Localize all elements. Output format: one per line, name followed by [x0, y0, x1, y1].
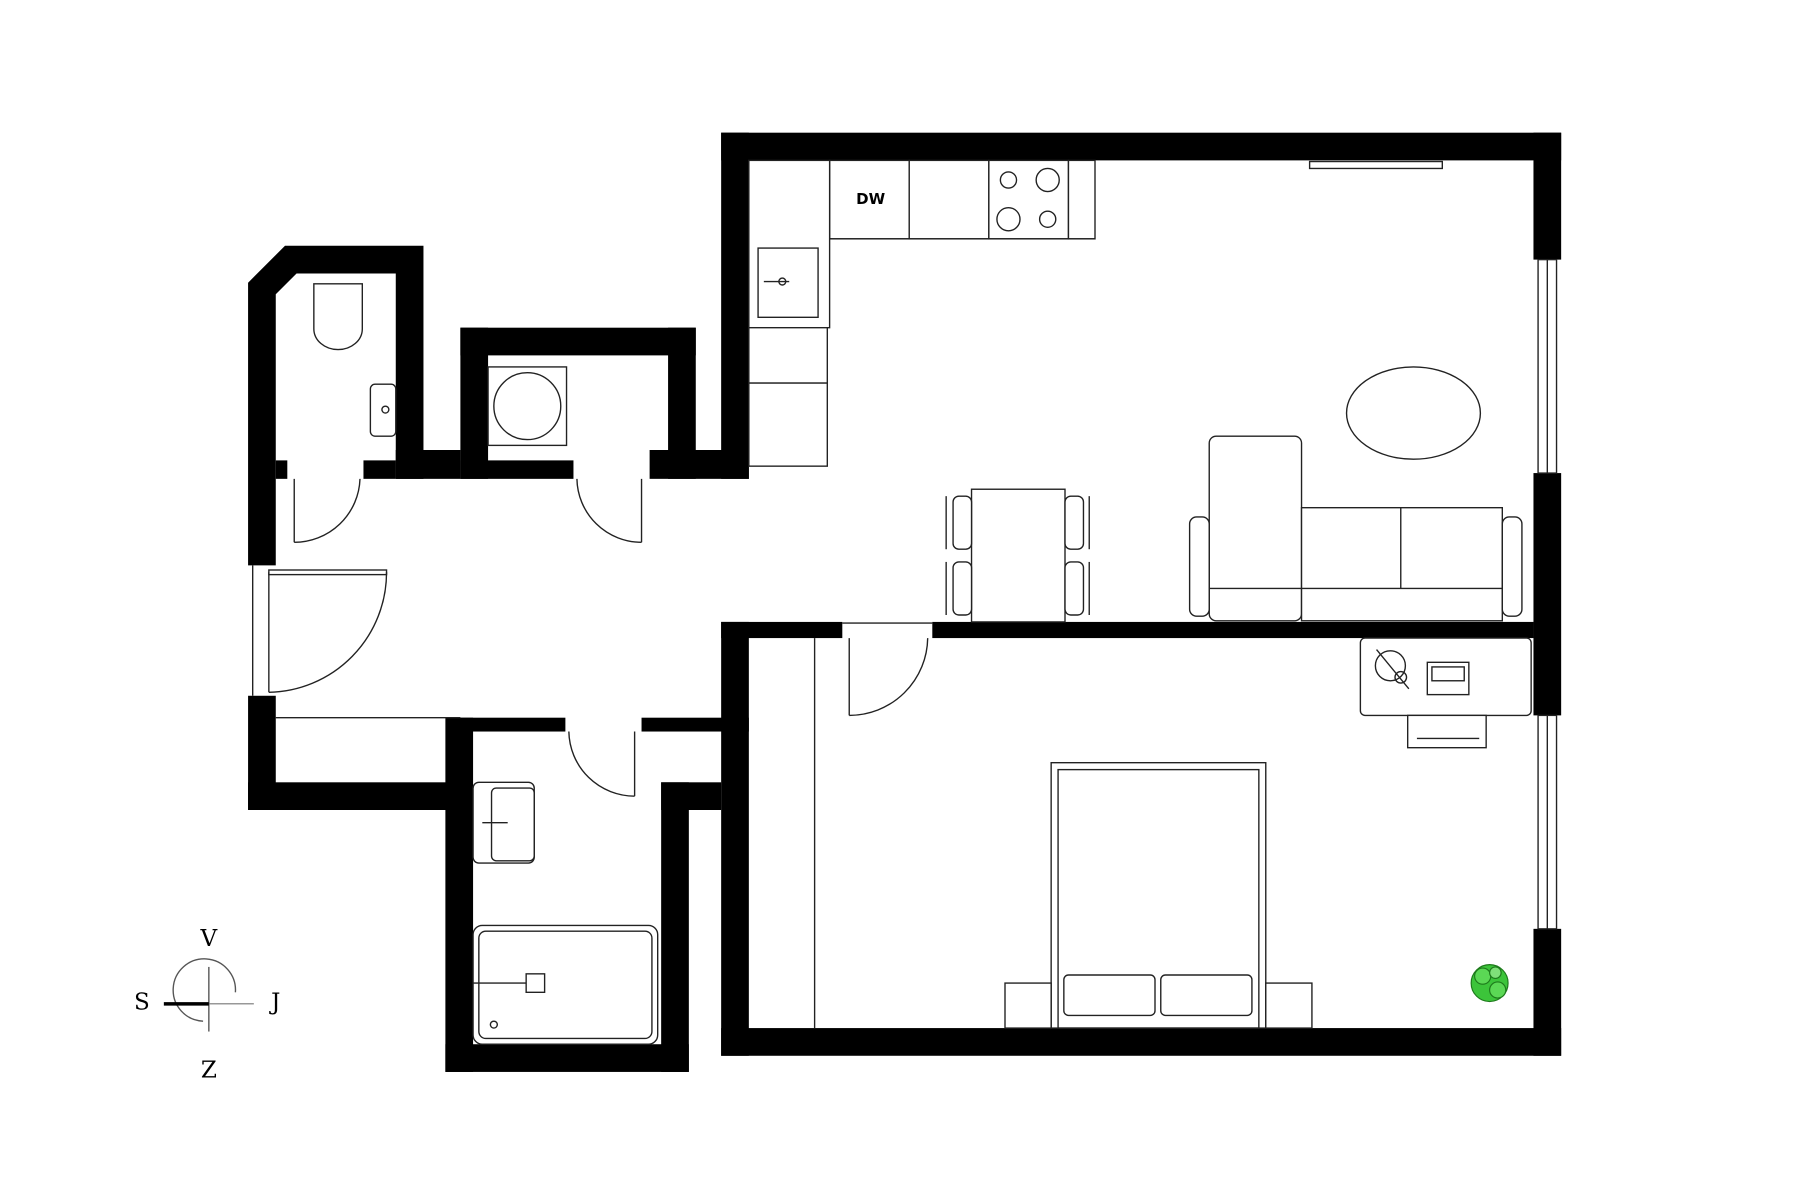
dishwasher-label: DW: [856, 190, 885, 208]
sofa: [1300, 506, 1503, 622]
compass-north: V: [200, 926, 218, 952]
kitchen-sink: [757, 247, 819, 318]
compass: V S J Z: [134, 926, 280, 1084]
coffee-table: [1345, 366, 1482, 460]
compass-east: J: [269, 990, 280, 1016]
washer-room: [487, 366, 568, 447]
living-room: [945, 366, 1523, 623]
desk-chair: [1407, 714, 1487, 749]
kitchen: DW: [748, 159, 1096, 467]
compass-west: S: [134, 990, 150, 1016]
doors: [268, 478, 933, 1029]
walls: [248, 132, 1562, 1072]
stove: [988, 159, 1070, 240]
compass-south: Z: [201, 1058, 217, 1084]
wc: [313, 283, 397, 437]
dining-table: [970, 488, 1066, 623]
bedroom: [1004, 637, 1532, 1029]
plant: [1470, 964, 1509, 1003]
sofa-chaise: [1208, 435, 1303, 622]
windows: [251, 160, 1558, 930]
bathroom: [472, 781, 659, 1045]
